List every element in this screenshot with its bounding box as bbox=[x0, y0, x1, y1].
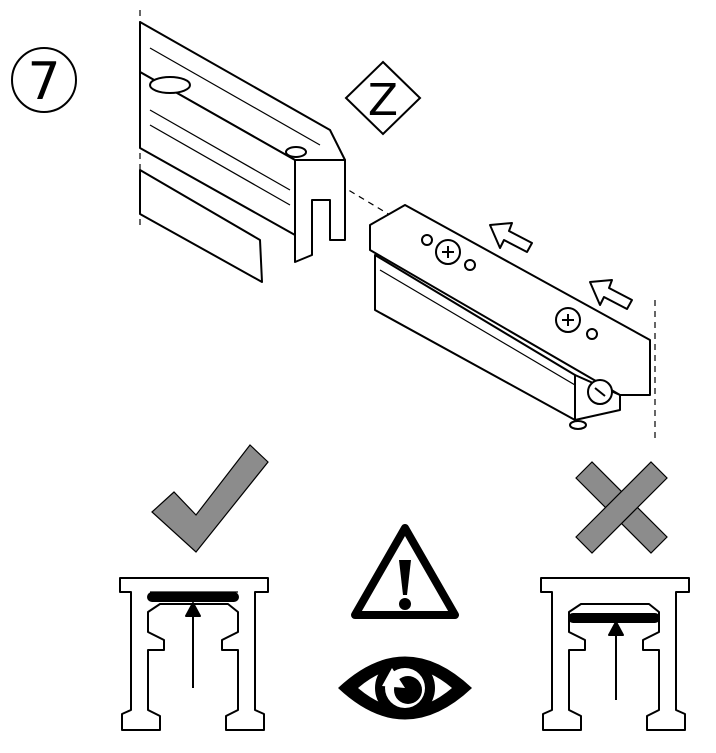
warning-icon bbox=[351, 524, 459, 619]
slide-direction-arrows bbox=[489, 222, 633, 310]
arrow-left-icon bbox=[489, 222, 533, 253]
diamond-badge: Z bbox=[344, 60, 422, 136]
step-number: 7 bbox=[27, 52, 60, 112]
check-mark-icon bbox=[151, 444, 269, 553]
rail-segment bbox=[139, 21, 346, 283]
arrow-left-icon bbox=[589, 279, 633, 310]
step-badge: 7 bbox=[11, 47, 77, 113]
rail-profile-correct bbox=[119, 577, 269, 731]
diamond-letter: Z bbox=[368, 75, 398, 126]
eye-icon bbox=[338, 656, 472, 720]
cross-mark-icon bbox=[575, 461, 668, 554]
connector-block bbox=[369, 204, 651, 430]
rail-profile-incorrect bbox=[540, 577, 690, 731]
